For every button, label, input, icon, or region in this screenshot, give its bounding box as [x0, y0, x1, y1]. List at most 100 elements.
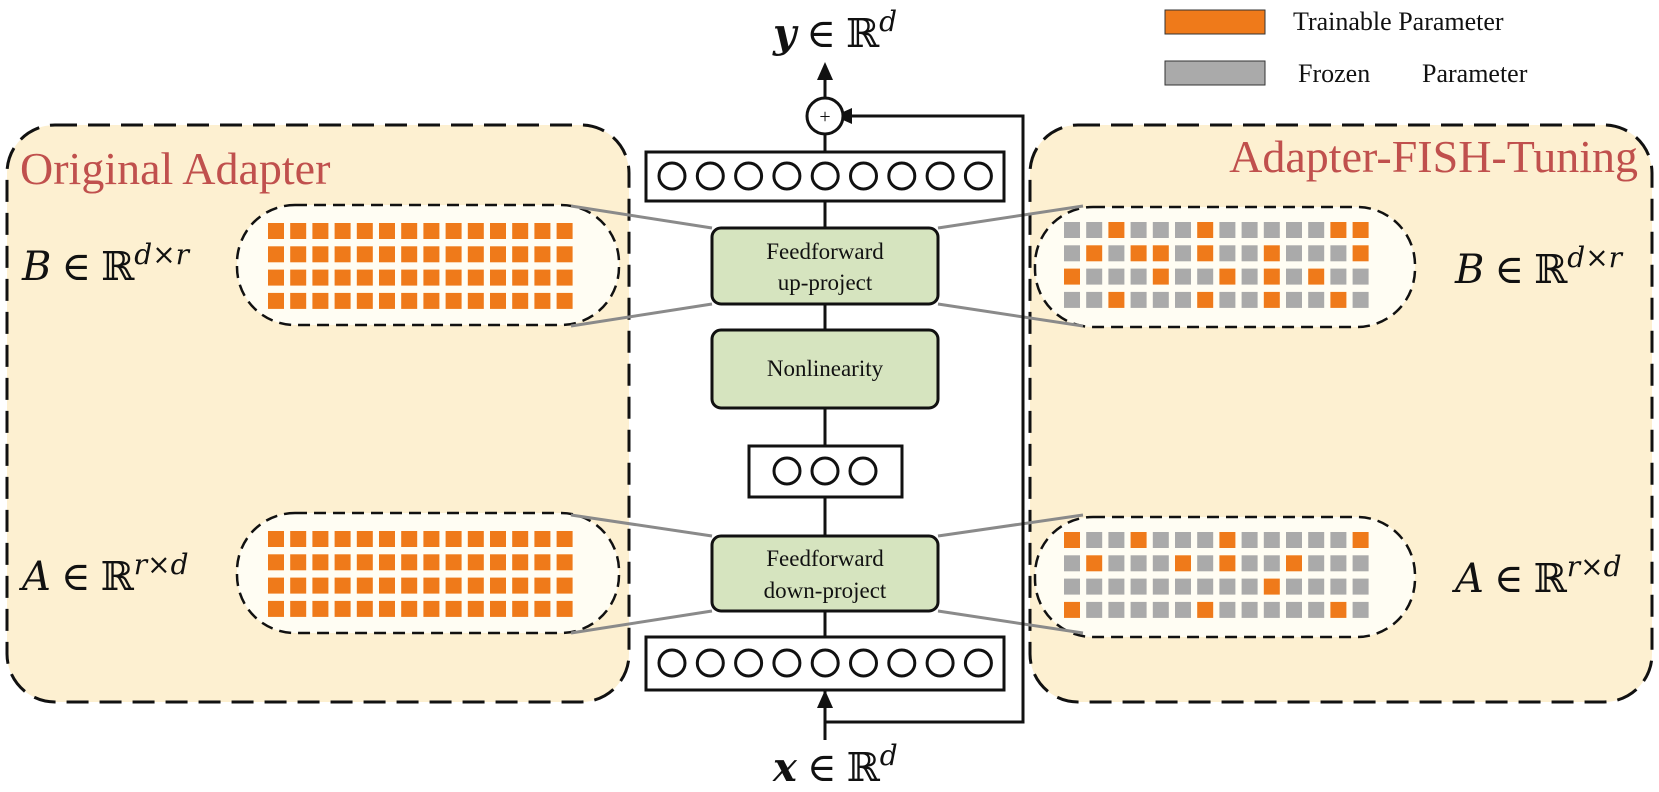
trainable-param-cell	[490, 577, 506, 594]
trainable-param-cell	[356, 223, 373, 239]
trainable-param-cell	[290, 269, 307, 286]
trainable-param-cell	[268, 269, 284, 286]
trainable-param-cell	[423, 600, 440, 617]
left-B-label: B∈ℝd×r	[21, 238, 191, 290]
trainable-param-cell	[290, 577, 307, 594]
frozen-param-cell	[1219, 601, 1236, 618]
trainable-param-cell	[401, 223, 418, 239]
right-B-matrix	[1064, 222, 1369, 308]
trainable-param-cell	[467, 223, 484, 239]
trainable-param-cell	[379, 292, 395, 309]
frozen-param-cell	[1219, 578, 1236, 595]
frozen-param-cell	[1152, 555, 1169, 572]
trainable-param-cell	[1197, 601, 1214, 618]
trainable-param-cell	[467, 531, 484, 547]
trainable-param-cell	[1330, 291, 1347, 308]
trainable-param-cell	[356, 600, 373, 617]
trainable-param-cell	[1064, 532, 1080, 548]
frozen-param-cell	[1064, 578, 1080, 595]
trainable-param-cell	[290, 223, 307, 239]
neuron-node	[657, 648, 687, 678]
frozen-param-cell	[1286, 222, 1302, 238]
trainable-param-cell	[334, 531, 351, 547]
neuron-node	[810, 648, 840, 678]
trainable-param-cell	[534, 577, 551, 594]
frozen-param-cell	[1241, 555, 1258, 572]
trainable-param-cell	[423, 531, 440, 547]
frozen-param-cell	[1241, 222, 1258, 238]
trainable-param-cell	[445, 600, 462, 617]
down-project-block	[710, 534, 940, 613]
frozen-param-cell	[1152, 532, 1169, 548]
neuron-node	[849, 161, 878, 191]
trainable-param-cell	[445, 554, 462, 571]
trainable-param-cell	[534, 223, 551, 239]
left-A-label: A∈ℝr×d	[18, 548, 189, 600]
frozen-param-cell	[1263, 555, 1280, 572]
trainable-param-cell	[401, 269, 418, 286]
left-panel-title: Original Adapter	[20, 143, 330, 194]
trainable-param-cell	[1086, 555, 1103, 572]
trainable-param-cell	[467, 269, 484, 286]
frozen-param-cell	[1108, 245, 1125, 262]
frozen-param-cell	[1241, 245, 1258, 262]
trainable-param-cell	[512, 600, 529, 617]
frozen-param-cell	[1352, 555, 1369, 572]
trainable-param-cell	[1219, 268, 1236, 285]
trainable-param-cell	[1286, 555, 1302, 572]
trainable-param-cell	[1152, 268, 1169, 285]
trainable-param-cell	[356, 246, 373, 263]
neuron-node	[925, 648, 955, 678]
frozen-param-cell	[1308, 245, 1325, 262]
frozen-param-cell	[1175, 245, 1191, 262]
trainable-param-cell	[423, 577, 440, 594]
trainable-param-cell	[445, 246, 462, 263]
trainable-param-cell	[312, 554, 329, 571]
adapter-pipeline: + Feedforward up-project Nonlinearity Fe…	[644, 62, 1025, 740]
trainable-param-cell	[445, 292, 462, 309]
trainable-param-cell	[268, 531, 284, 547]
frozen-param-cell	[1263, 601, 1280, 618]
frozen-param-cell	[1330, 245, 1347, 262]
trainable-param-cell	[290, 246, 307, 263]
frozen-param-cell	[1286, 268, 1302, 285]
trainable-param-cell	[534, 554, 551, 571]
input-formula: x∈ℝd	[772, 739, 898, 791]
trainable-param-cell	[268, 577, 284, 594]
trainable-param-cell	[1130, 245, 1147, 262]
frozen-param-cell	[1219, 222, 1236, 238]
frozen-param-cell	[1197, 532, 1214, 548]
legend-frozen-label: Frozen	[1298, 59, 1370, 88]
frozen-param-cell	[1286, 601, 1302, 618]
frozen-param-cell	[1197, 555, 1214, 572]
trainable-param-cell	[556, 246, 573, 263]
frozen-param-cell	[1175, 268, 1191, 285]
neuron-node	[810, 161, 840, 191]
trainable-param-cell	[356, 269, 373, 286]
trainable-param-cell	[1086, 245, 1103, 262]
output-formula: y∈ℝd	[772, 5, 897, 57]
trainable-param-cell	[1330, 222, 1347, 238]
nonlinearity-block	[710, 328, 940, 410]
bottleneck-neurons	[772, 456, 878, 486]
trainable-param-cell	[490, 292, 506, 309]
frozen-param-cell	[1286, 578, 1302, 595]
trainable-param-cell	[334, 223, 351, 239]
frozen-param-cell	[1064, 222, 1080, 238]
trainable-param-cell	[490, 600, 506, 617]
trainable-param-cell	[556, 269, 573, 286]
neuron-node	[695, 648, 725, 678]
trainable-param-cell	[401, 600, 418, 617]
trainable-param-cell	[467, 554, 484, 571]
trainable-param-cell	[1219, 532, 1236, 548]
frozen-param-cell	[1263, 532, 1280, 548]
trainable-param-cell	[290, 600, 307, 617]
trainable-param-cell	[379, 577, 395, 594]
residual-add-symbol: +	[819, 106, 830, 128]
trainable-param-cell	[401, 531, 418, 547]
frozen-param-cell	[1175, 578, 1191, 595]
trainable-param-cell	[467, 246, 484, 263]
trainable-param-cell	[423, 554, 440, 571]
trainable-param-cell	[268, 223, 284, 239]
neuron-node	[772, 456, 802, 486]
